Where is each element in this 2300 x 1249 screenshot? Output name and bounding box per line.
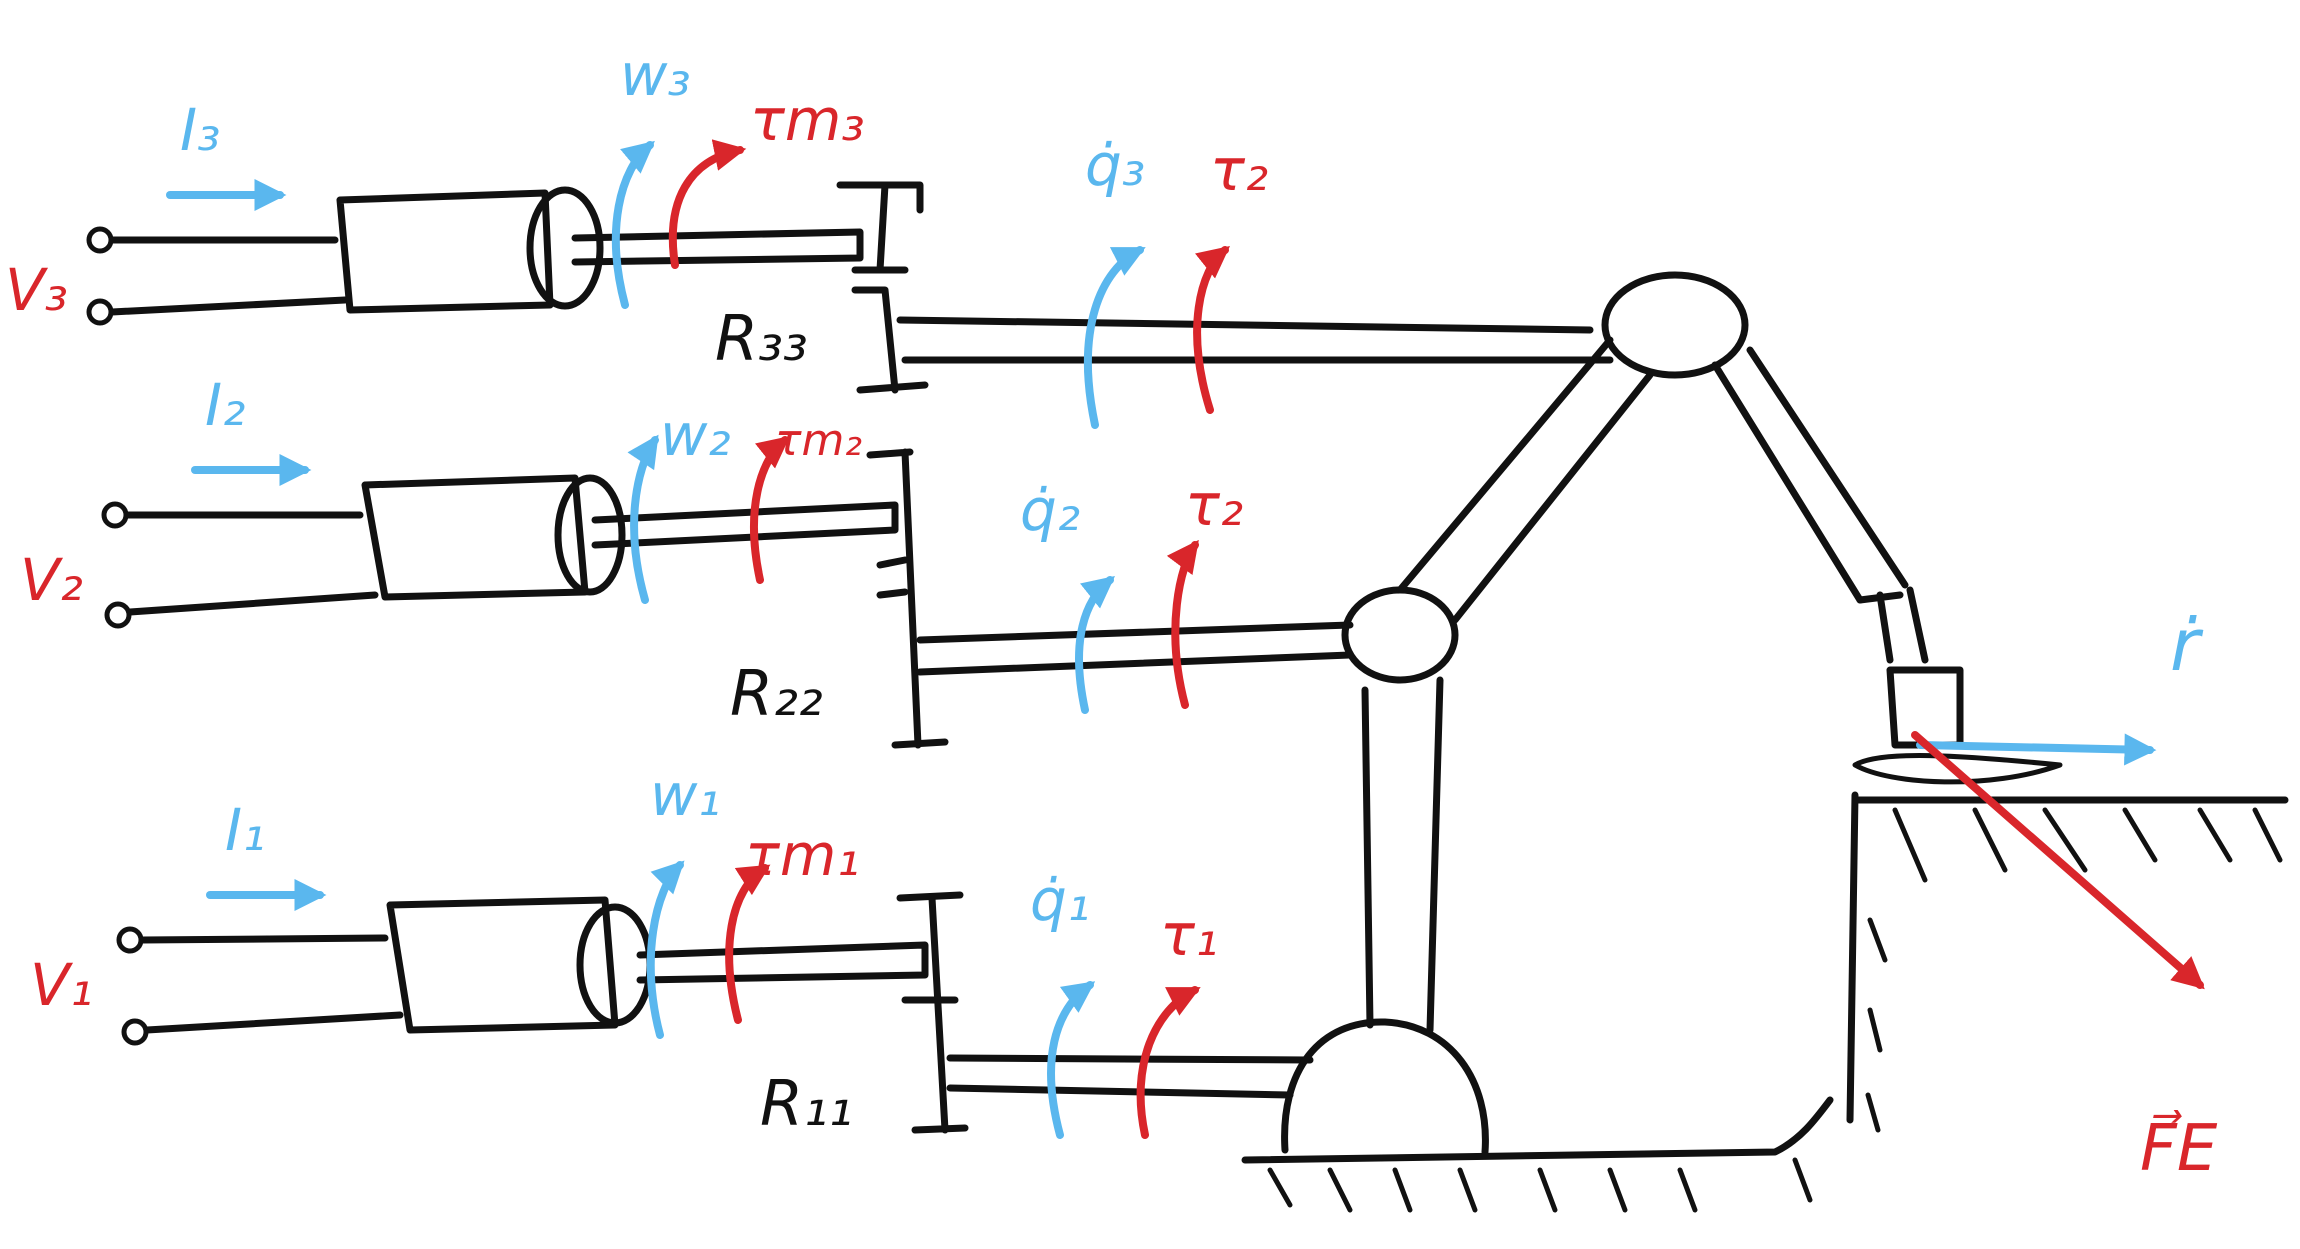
link-1-upright [1361, 676, 1444, 1034]
motor-torque-3-label: τm₃ [750, 86, 865, 154]
gear-33-lower [841, 181, 929, 394]
ground-line [1241, 1096, 1834, 1164]
gear-33-label: R₃₃ [715, 302, 808, 375]
force-arrow [1911, 731, 2205, 990]
gear-11-label: R₁₁ [760, 1067, 853, 1140]
drive-2: V₂ I₂ w₂ τm₂ R₂₂ q̇₂ τ₂ [20, 371, 1354, 749]
environment [1241, 791, 2289, 1213]
motor-1-shaft [636, 941, 929, 984]
current-3-label: I₃ [180, 96, 220, 164]
end-effector-vectors: ṙ F⃗E [1911, 603, 2218, 1186]
link-1-shaft [946, 1054, 1314, 1099]
voltage-1-label: V₁ [30, 951, 93, 1019]
velocity-arrow [1916, 733, 2157, 766]
contact-pad [1852, 753, 2063, 785]
wire-3b [108, 296, 349, 316]
motor-speed-1-label: w₁ [650, 761, 721, 829]
ground-hatching [1267, 1157, 1813, 1213]
joint-torque-3-arrow [1193, 245, 1230, 414]
motor-torque-1-arrow [725, 864, 771, 1024]
joint-torque-1-arrow [1136, 986, 1201, 1139]
current-2-label: I₂ [205, 371, 245, 439]
velocity-label: ṙ [2170, 603, 2204, 687]
wire-2b [126, 591, 379, 616]
motor-speed-1-arrow [646, 860, 685, 1039]
terminal-3a [86, 226, 114, 254]
voltage-3-label: V₃ [5, 256, 68, 324]
joint-velocity-2-label: q̇₂ [1020, 476, 1080, 544]
joint-velocity-3-label: q̇₃ [1085, 131, 1145, 199]
joint-torque-3-label: τ₂ [1210, 136, 1268, 204]
wall-hatching [1865, 917, 1888, 1133]
end-effector [1886, 666, 1964, 749]
motor-2-body [361, 474, 589, 601]
force-label: F⃗E [2140, 1109, 2218, 1186]
motor-speed-3-label: w₃ [620, 41, 691, 109]
motor-torque-1-label: τm₁ [745, 821, 860, 889]
elbow-joint [1341, 586, 1459, 684]
gear-22-teeth [876, 556, 909, 599]
drive-3: V₃ I₃ w₃ τm₃ R₃₃ q̇₃ τ₂ [5, 41, 1614, 429]
wire-1a [138, 934, 389, 944]
joint-velocity-3-arrow [1084, 246, 1146, 429]
terminal-2b [104, 601, 132, 629]
motor-speed-2-arrow [627, 434, 659, 604]
motor-3-body [336, 189, 554, 314]
joint-velocity-1-label: q̇₁ [1030, 866, 1090, 934]
base-joint [1281, 1018, 1489, 1156]
motor-speed-2-label: w₂ [660, 401, 731, 469]
wire-1b [143, 1011, 404, 1034]
joint-velocity-2-arrow [1075, 575, 1115, 714]
gear-22-label: R₂₂ [730, 657, 823, 730]
motor-2-shaft [591, 501, 899, 549]
joint-torque-2-arrow [1166, 539, 1199, 709]
motor-torque-2-label: τm₂ [775, 415, 862, 466]
motor-torque-2-arrow [750, 435, 790, 584]
terminal-2a [101, 501, 129, 529]
link-2-shaft [916, 621, 1354, 676]
motor-speed-3-arrow [611, 140, 655, 309]
robot-arm [1281, 271, 2063, 1156]
terminal-3b [86, 298, 114, 326]
motor-3-face [526, 186, 604, 310]
voltage-2-label: V₂ [20, 546, 83, 614]
wrist [1856, 586, 1929, 664]
surface-hatching [1892, 807, 2283, 883]
drive-1: V₁ I₁ w₁ τm₁ R₁₁ q̇₁ τ₁ [30, 761, 1314, 1140]
link-3 [1711, 346, 1909, 604]
motor-torque-3-arrow [668, 139, 747, 269]
gear-22 [866, 448, 949, 749]
motor-3-shaft [571, 228, 864, 266]
link-3-shaft [896, 316, 1614, 364]
shoulder-joint [1601, 271, 1749, 379]
link-2 [1396, 336, 1654, 624]
current-1-label: I₁ [225, 796, 265, 864]
terminal-1a [116, 926, 144, 954]
terminal-1b [121, 1018, 149, 1046]
joint-torque-1-label: τ₁ [1160, 901, 1218, 969]
joint-velocity-1-arrow [1047, 981, 1096, 1139]
wall-and-surface [1846, 791, 2289, 1124]
gear-11 [896, 891, 969, 1134]
motor-2-face [554, 474, 626, 596]
joint-torque-2-label: τ₂ [1185, 471, 1243, 539]
